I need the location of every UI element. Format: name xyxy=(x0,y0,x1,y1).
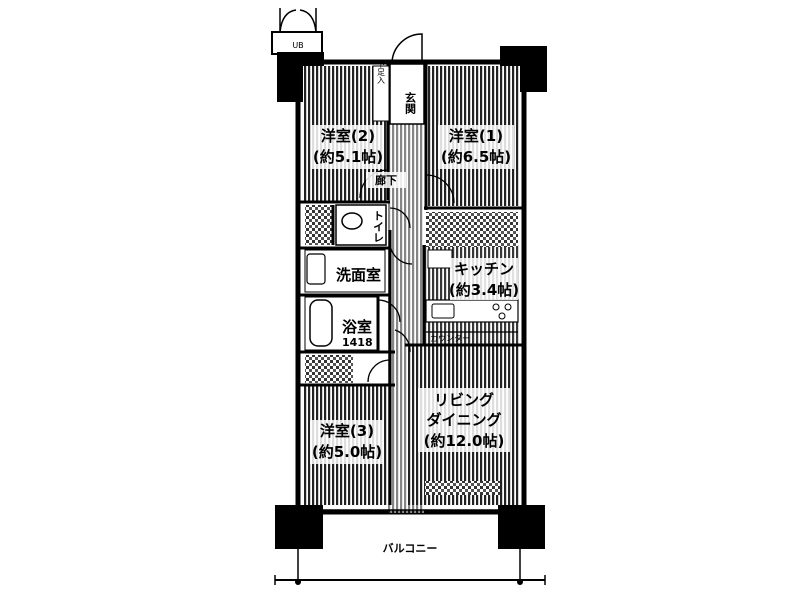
fridge-box xyxy=(427,249,453,269)
living-line1: リビング xyxy=(434,391,494,409)
shoe-box-label: 下足入 xyxy=(377,60,386,84)
bath-label: 浴室 xyxy=(342,318,372,336)
entrance-door xyxy=(391,33,423,63)
kitchen-sink-icon xyxy=(431,303,455,319)
western3-area: (約5.0帖) xyxy=(312,443,382,461)
room-labels: 洋室(2) (約5.1帖) 洋室(1) (約6.5帖) 廊下 キッチン (約3.… xyxy=(310,125,519,464)
balcony-label: バルコニー xyxy=(383,542,438,555)
western2-name: 洋室(2) xyxy=(321,127,375,145)
closet-tiled xyxy=(305,205,333,245)
counter-label: カウンター xyxy=(430,334,470,343)
pantry-tiled xyxy=(426,212,518,247)
closet-room3-tiled xyxy=(305,355,353,383)
living-area: (約12.0帖) xyxy=(424,432,505,450)
entrance-label: 玄関 xyxy=(404,91,417,115)
doors xyxy=(359,169,455,383)
ub-label: UB xyxy=(292,41,303,50)
sink-icon xyxy=(306,253,326,285)
western2-area: (約5.1帖) xyxy=(313,148,383,166)
balcony: バルコニー xyxy=(274,542,546,585)
living-line2: ダイニング xyxy=(426,411,501,429)
outdoor-unit: UB xyxy=(271,8,323,55)
bathtub-icon xyxy=(309,299,333,347)
stove-burner-icon xyxy=(504,303,512,311)
western1-area: (約6.5帖) xyxy=(441,148,511,166)
toilet-label: トイレ xyxy=(372,210,385,243)
floor-heating-strip xyxy=(425,481,500,495)
corridor-label: 廊下 xyxy=(375,173,397,187)
kitchen-name: キッチン xyxy=(454,260,514,278)
washroom-label: 洗面室 xyxy=(336,266,381,284)
toilet-bowl-icon xyxy=(341,212,363,230)
stove-burner-icon xyxy=(492,303,500,311)
stove-burner-icon xyxy=(498,312,506,320)
western3-name: 洋室(3) xyxy=(320,422,374,440)
shoe-box xyxy=(372,65,390,122)
entrance-area xyxy=(389,63,425,125)
bath-size-label: 1418 xyxy=(342,336,373,349)
kitchen-area: (約3.4帖) xyxy=(449,281,519,299)
western1-name: 洋室(1) xyxy=(449,127,503,145)
